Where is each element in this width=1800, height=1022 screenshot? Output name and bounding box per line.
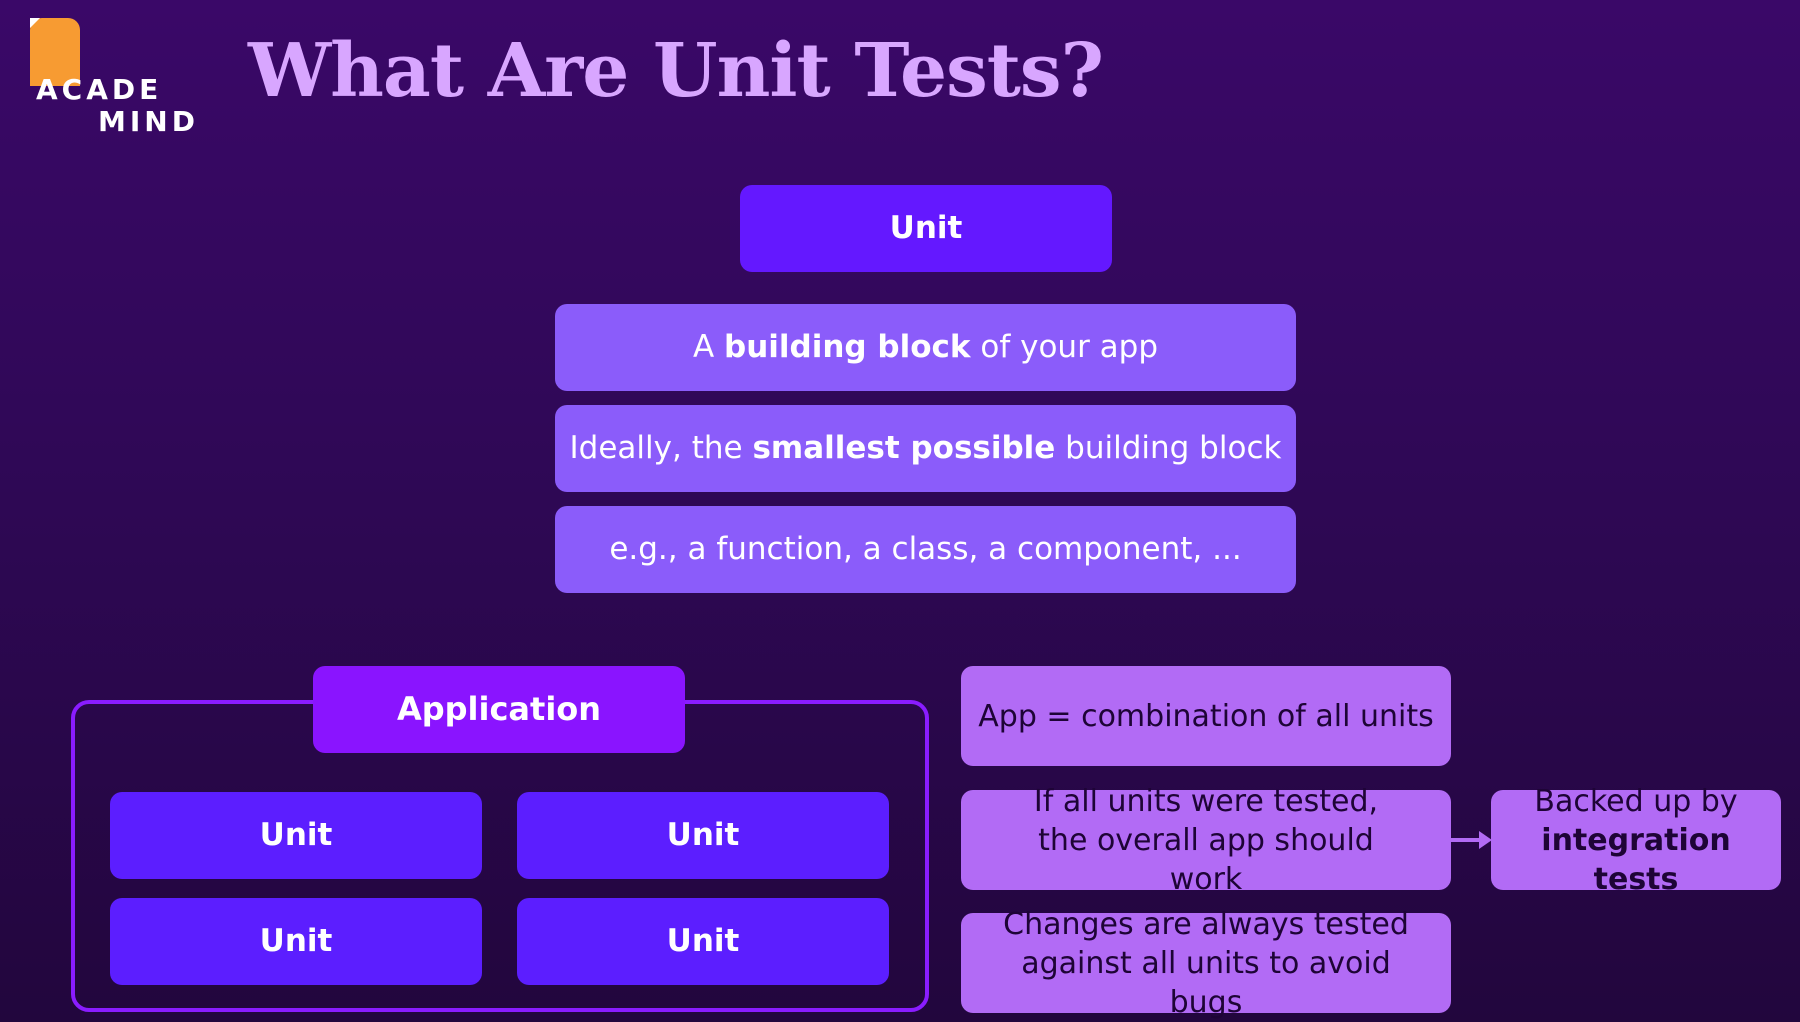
description-box-3: e.g., a function, a class, a component, … (555, 506, 1296, 593)
application-label: Application (313, 666, 685, 753)
note-app-combination: App = combination of all units (961, 666, 1451, 766)
desc2-post: building block (1055, 430, 1282, 467)
note4-pre: Backed up by (1534, 783, 1738, 819)
desc1-pre: A (692, 329, 725, 366)
note-integration-tests: Backed up by integration tests (1491, 784, 1781, 897)
arrow-line (1451, 838, 1481, 842)
desc1-post: of your app (970, 329, 1159, 366)
logo-text-line1: ACADE (36, 73, 163, 106)
logo-flag-fold (30, 18, 40, 28)
desc3-text: e.g., a function, a class, a component, … (609, 531, 1242, 568)
logo-text-line2: MIND (98, 105, 199, 138)
note-changes-tested: Changes are always tested against all un… (961, 907, 1451, 1020)
logo-flag-icon (30, 18, 80, 86)
desc1-bold: building block (724, 329, 971, 366)
description-box-1: A building block of your app (555, 304, 1296, 391)
slide-title: What Are Unit Tests? (248, 28, 1104, 114)
application-unit-3: Unit (110, 898, 482, 985)
application-unit-4: Unit (517, 898, 889, 985)
application-unit-2: Unit (517, 792, 889, 879)
application-unit-1: Unit (110, 792, 482, 879)
desc2-pre: Ideally, the (569, 430, 753, 467)
unit-heading-box: Unit (740, 185, 1112, 272)
description-box-2: Ideally, the smallest possible building … (555, 405, 1296, 492)
desc2-bold: smallest possible (752, 430, 1056, 467)
arrow-right-icon (1479, 831, 1492, 849)
note4-bold: integration tests (1541, 822, 1731, 897)
academind-logo: ACADE MIND (14, 16, 195, 136)
note-all-units-tested: If all units were tested, the overall ap… (961, 784, 1451, 897)
